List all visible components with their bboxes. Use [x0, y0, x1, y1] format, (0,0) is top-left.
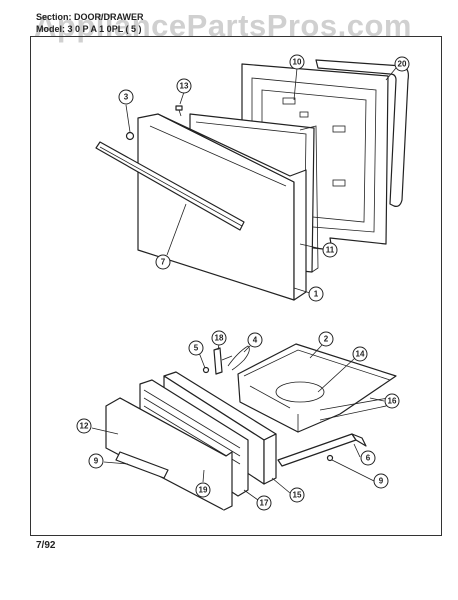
svg-text:13: 13 — [180, 82, 189, 91]
revision-date: 7/92 — [36, 540, 56, 551]
svg-text:3: 3 — [124, 93, 129, 102]
callout-17: 17 — [256, 495, 272, 511]
model-line: Model: 3 0 P A 1 0PL ( 5 ) — [36, 24, 142, 34]
callout-6: 6 — [360, 450, 376, 466]
section-title: Section: DOOR/DRAWER — [36, 12, 144, 22]
callout-3: 3 — [118, 89, 134, 105]
door-clip-part — [175, 105, 183, 117]
callout-5: 5 — [188, 340, 204, 356]
svg-text:6: 6 — [366, 454, 371, 463]
callout-20: 20 — [394, 56, 410, 72]
door-handle-part — [95, 141, 245, 231]
drawer-bracket-part — [213, 347, 233, 375]
svg-text:18: 18 — [215, 334, 224, 343]
svg-text:19: 19 — [199, 486, 208, 495]
drawer-front-part — [105, 397, 233, 511]
callout-12: 12 — [76, 418, 92, 434]
watermark-text: AppliancePartsPros.com — [34, 8, 412, 43]
callout-15: 15 — [289, 487, 305, 503]
svg-text:7: 7 — [161, 258, 166, 267]
callout-9-rail: 9 — [373, 473, 389, 489]
svg-text:16: 16 — [388, 397, 397, 406]
handle-screw-part — [125, 131, 135, 141]
callout-19: 19 — [195, 482, 211, 498]
callout-9-drawer-front: 9 — [88, 453, 104, 469]
callout-4: 4 — [247, 332, 263, 348]
leader-lines — [91, 67, 397, 501]
svg-text:14: 14 — [356, 350, 365, 359]
svg-text:12: 12 — [80, 422, 89, 431]
svg-text:17: 17 — [260, 499, 269, 508]
callout-13: 13 — [176, 78, 192, 94]
svg-text:11: 11 — [326, 246, 335, 255]
svg-text:4: 4 — [253, 336, 258, 345]
callout-18: 18 — [211, 330, 227, 346]
diagram-frame — [30, 36, 442, 536]
svg-text:9: 9 — [379, 477, 384, 486]
svg-text:9: 9 — [94, 457, 99, 466]
callout-7: 7 — [155, 254, 171, 270]
callout-2: 2 — [318, 331, 334, 347]
svg-text:5: 5 — [194, 344, 199, 353]
callout-16: 16 — [384, 393, 400, 409]
callout-1: 1 — [308, 286, 324, 302]
callout-14: 14 — [352, 346, 368, 362]
drawer-body-part — [237, 343, 397, 433]
door-gasket-part — [315, 59, 409, 207]
rail-screw-part — [326, 454, 334, 462]
drawer-slide-rail-part — [277, 433, 367, 467]
svg-text:20: 20 — [398, 60, 407, 69]
callout-10: 10 — [289, 54, 305, 70]
drawer-spring-part — [227, 345, 250, 371]
svg-text:2: 2 — [324, 335, 329, 344]
svg-text:1: 1 — [314, 290, 319, 299]
drawer-screw-part — [202, 366, 210, 374]
svg-text:10: 10 — [293, 58, 302, 67]
callout-11: 11 — [322, 242, 338, 258]
svg-text:15: 15 — [293, 491, 302, 500]
